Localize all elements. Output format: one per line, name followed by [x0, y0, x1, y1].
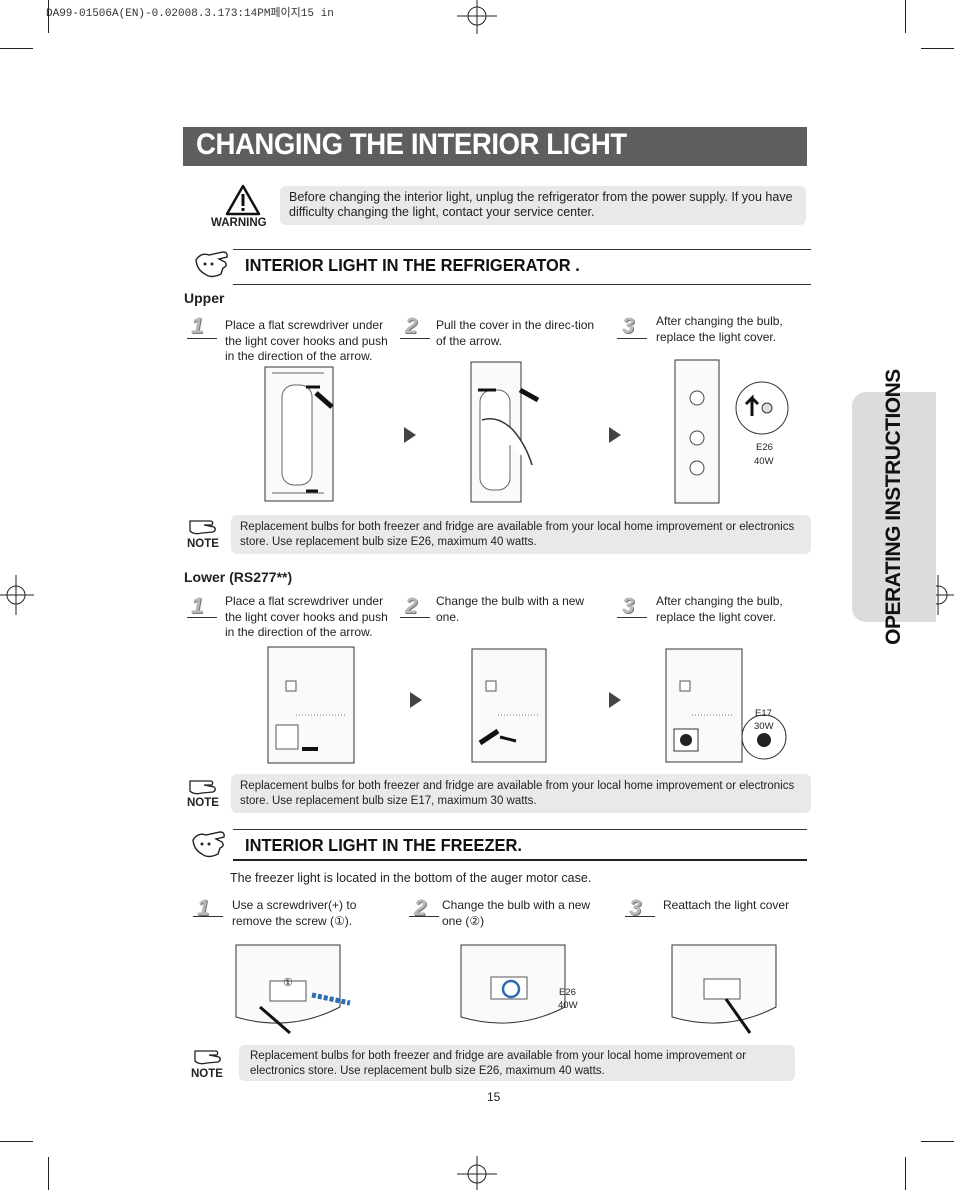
- divider: [233, 284, 811, 285]
- note-hand-icon: [189, 520, 216, 535]
- step-underline: [187, 338, 217, 339]
- crop-mark: [0, 1141, 33, 1142]
- step-underline: [193, 916, 223, 917]
- step-text: Pull the cover in the direc-tion of the …: [436, 318, 595, 348]
- title-bar: [183, 127, 807, 166]
- step-text: After changing the bulb, replace the lig…: [656, 314, 783, 344]
- freezer-figure-1: [235, 944, 351, 1035]
- side-tab: [852, 392, 936, 622]
- arrow-right-icon: [609, 692, 621, 708]
- bulb-size-label: E26: [559, 987, 576, 998]
- registration-mark-left: [0, 575, 34, 615]
- step-text: Change the bulb with a new one (②): [442, 898, 591, 928]
- step-number: 1: [197, 895, 210, 920]
- crop-mark: [905, 0, 906, 33]
- step-number: 2: [405, 313, 418, 338]
- step-text: Place a flat screwdriver under the light…: [225, 594, 388, 639]
- bulb-watt-label: 30W: [754, 721, 774, 732]
- crop-mark: [921, 48, 954, 49]
- step-text: Use a screwdriver(+) to remove the screw…: [232, 898, 357, 928]
- note-text: Replacement bulbs for both freezer and f…: [240, 521, 795, 548]
- subheading-lower: Lower (RS277**): [184, 569, 293, 585]
- divider: [233, 829, 807, 830]
- warning-text: Before changing the interior light, unpl…: [289, 190, 793, 219]
- step-number: 1: [191, 593, 204, 618]
- hand-pointer-icon: [195, 251, 228, 278]
- note-text: Replacement bulbs for both freezer and f…: [250, 1050, 747, 1077]
- step-underline: [625, 916, 655, 917]
- upper-bulb-figure: [674, 359, 789, 504]
- page-number: 15: [487, 1090, 501, 1104]
- warning-icon: [225, 184, 261, 216]
- step-number: 3: [622, 593, 635, 618]
- lower-light-cover-figure-2: [471, 648, 547, 763]
- note-label: NOTE: [187, 797, 219, 809]
- lower-bulb-figure: [665, 648, 787, 763]
- section-title-fridge: INTERIOR LIGHT IN THE REFRIGERATOR .: [245, 255, 580, 275]
- warning-box: [280, 186, 806, 225]
- step-number: 1: [191, 313, 204, 338]
- step-underline: [400, 617, 430, 618]
- registration-mark-bottom: [457, 1156, 497, 1190]
- warning-label: WARNING: [211, 217, 267, 229]
- upper-light-cover-figure-1: [264, 366, 334, 502]
- section-title-freezer: INTERIOR LIGHT IN THE FREEZER.: [245, 835, 522, 855]
- step-number: 3: [622, 313, 635, 338]
- step-text: Reattach the light cover: [663, 898, 790, 912]
- lower-light-cover-figure-1: [267, 646, 355, 764]
- print-header: DA99-01506A(EN)-0.02008.3.173:14PM페이지15 …: [46, 8, 334, 20]
- note-box: [239, 1045, 795, 1081]
- side-tab-label: OPERATING INSTRUCTIONS: [882, 369, 905, 645]
- step-underline: [409, 916, 439, 917]
- subheading-upper: Upper: [184, 290, 225, 306]
- step-underline: [187, 617, 217, 618]
- crop-mark: [48, 0, 49, 33]
- step-number: 3: [629, 895, 642, 920]
- divider: [233, 859, 807, 861]
- freezer-intro: The freezer light is located in the bott…: [230, 871, 592, 885]
- note-label: NOTE: [187, 538, 219, 550]
- freezer-figure-3: [671, 944, 777, 1034]
- step-text: Change the bulb with a new one.: [436, 594, 585, 624]
- arrow-right-icon: [404, 427, 416, 443]
- page-title: CHANGING THE INTERIOR LIGHT: [196, 128, 627, 161]
- step-underline: [617, 338, 647, 339]
- hand-pointer-icon: [192, 831, 225, 858]
- note-hand-icon: [189, 780, 216, 795]
- bulb-watt-label: 40W: [558, 1000, 578, 1011]
- step-text: Place a flat screwdriver under the light…: [225, 318, 388, 363]
- step-number: 2: [414, 895, 427, 920]
- note-box: [231, 515, 811, 554]
- step-number: 2: [405, 593, 418, 618]
- freezer-figure-2: [460, 944, 566, 1024]
- registration-mark-top: [457, 0, 497, 34]
- crop-mark: [905, 1157, 906, 1190]
- callout-number: ①: [283, 977, 293, 989]
- note-hand-icon: [194, 1050, 221, 1065]
- divider: [233, 249, 811, 250]
- crop-mark: [0, 48, 33, 49]
- bulb-watt-label: 40W: [754, 456, 774, 467]
- step-underline: [617, 617, 647, 618]
- bulb-size-label: E17: [755, 708, 772, 719]
- note-label: NOTE: [191, 1068, 223, 1080]
- bulb-size-label: E26: [756, 442, 773, 453]
- note-text: Replacement bulbs for both freezer and f…: [240, 780, 795, 807]
- crop-mark: [48, 1157, 49, 1190]
- crop-mark: [921, 1141, 954, 1142]
- note-box: [231, 774, 811, 813]
- arrow-right-icon: [410, 692, 422, 708]
- arrow-right-icon: [609, 427, 621, 443]
- step-underline: [400, 338, 430, 339]
- step-text: After changing the bulb, replace the lig…: [656, 594, 783, 624]
- upper-light-cover-figure-2: [470, 361, 540, 503]
